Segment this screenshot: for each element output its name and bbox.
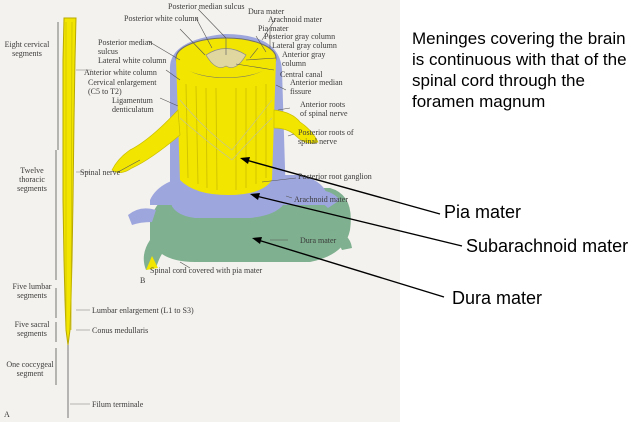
label-lateral-white-column: Lateral white column xyxy=(98,56,167,65)
spinal-cord-cross-section xyxy=(111,34,352,270)
label-lateral-gray: Lateral gray column xyxy=(272,41,337,50)
label-anterior-gray: Anterior gray column xyxy=(282,50,326,68)
label-cervical-enlargement: Cervical enlargement (C5 to T2) xyxy=(88,78,157,96)
label-five-sacral: Five sacral segments xyxy=(14,320,50,338)
label-arachnoid-top: Arachnoid mater xyxy=(268,15,322,24)
label-coccygeal: One coccygeal segment xyxy=(6,360,54,378)
spinal-cord-longitudinal xyxy=(55,17,92,418)
label-posterior-roots: Posterior roots of spinal nerve xyxy=(298,128,354,146)
pia-layer xyxy=(176,58,276,195)
label-leaders xyxy=(117,8,297,269)
label-fig-b: B xyxy=(140,276,146,285)
label-eight-cervical: Eight cervical segments xyxy=(4,40,50,58)
label-arachnoid-right: Arachnoid mater xyxy=(294,195,348,204)
label-posterior-root-ganglion: Posterior root ganglion xyxy=(298,172,372,181)
label-filum: Filum terminale xyxy=(92,400,144,409)
label-pia-top: Pia mater xyxy=(258,24,289,33)
callout-pia-mater: Pia mater xyxy=(444,202,522,222)
label-anterior-median-fissure: Anterior median fissure xyxy=(290,78,343,96)
callout-dura-mater: Dura mater xyxy=(452,288,543,308)
label-dura-right: Dura mater xyxy=(300,236,337,245)
label-fig-a: A xyxy=(4,410,10,419)
label-ligamentum: Ligamentum denticulatum xyxy=(112,96,154,114)
label-anterior-white-column: Anterior white column xyxy=(84,68,157,77)
label-conus: Conus medullaris xyxy=(92,326,149,335)
label-posterior-gray: Posterior gray column xyxy=(264,32,336,41)
label-posterior-median-sulcus: Posterior median sulcus xyxy=(98,38,153,56)
label-cord-covered: Spinal cord covered with pia mater xyxy=(150,266,263,275)
label-dura-top: Dura mater xyxy=(248,7,285,16)
label-lumbar-enlargement: Lumbar enlargement (L1 to S3) xyxy=(92,306,194,315)
slide-heading: Meninges covering the brain is continuou… xyxy=(412,29,627,111)
label-posterior-white-column: Posterior white column xyxy=(124,14,199,23)
callout-arrows xyxy=(240,157,463,298)
label-anterior-roots: Anterior roots of spinal nerve xyxy=(300,100,348,118)
callout-subarachnoid-mater: Subarachnoid mater xyxy=(466,236,629,256)
label-posterior-median-sulcus-top: Posterior median sulcus xyxy=(168,2,245,11)
label-five-lumbar: Five lumbar segments xyxy=(12,282,52,300)
label-twelve-thoracic: Twelve thoracic segments xyxy=(17,166,47,193)
label-spinal-nerve-left: Spinal nerve xyxy=(80,168,121,177)
label-central-canal: Central canal xyxy=(280,70,323,79)
